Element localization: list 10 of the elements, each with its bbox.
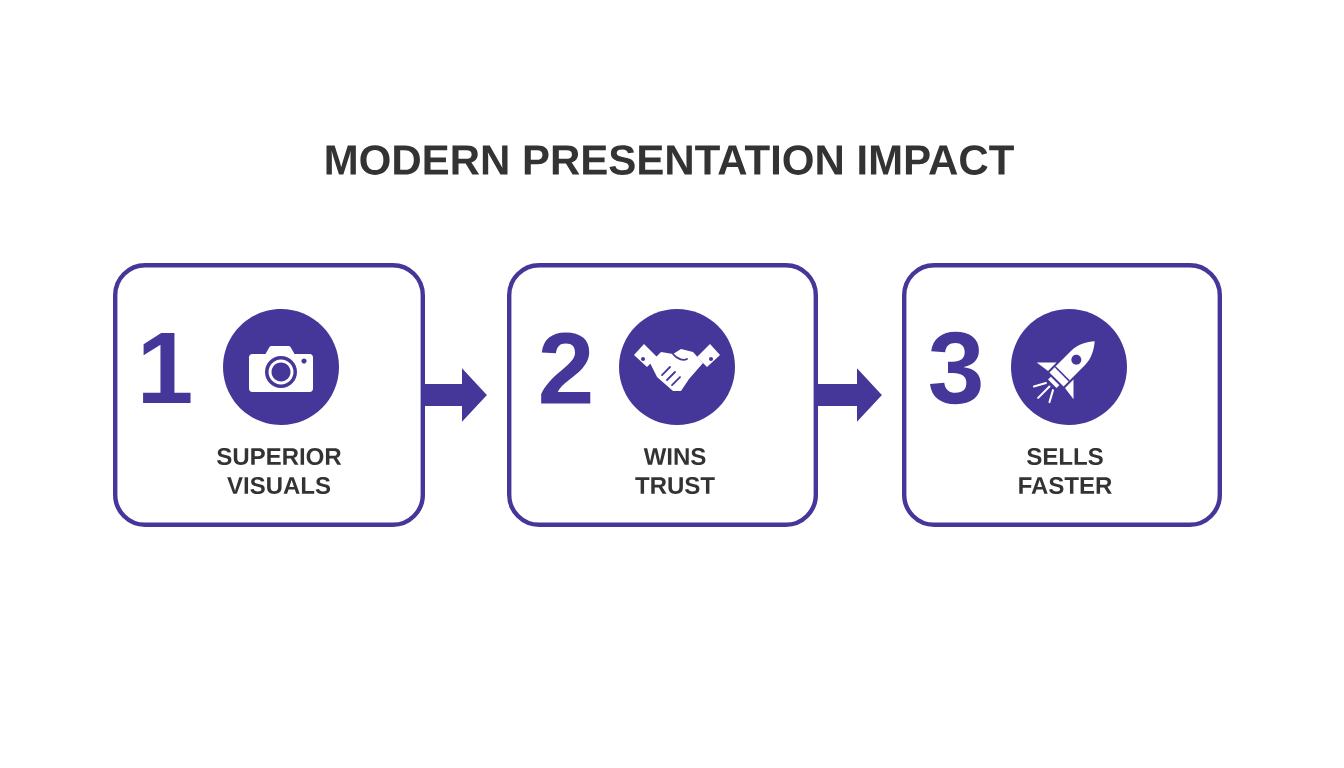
title: MODERN PRESENTATION IMPACT: [326, 145, 1014, 175]
step-number: 2: [541, 332, 591, 404]
process-box: [902, 263, 1222, 527]
step-label: SUPERIOR VISUALS: [217, 448, 342, 494]
step-number: 3: [930, 331, 981, 405]
step-number: 1: [143, 332, 191, 404]
step-label: SELLS FASTER: [1019, 448, 1112, 494]
process-box: [113, 263, 425, 527]
step-label: WINS TRUST: [635, 448, 715, 494]
process-box: [507, 263, 818, 527]
